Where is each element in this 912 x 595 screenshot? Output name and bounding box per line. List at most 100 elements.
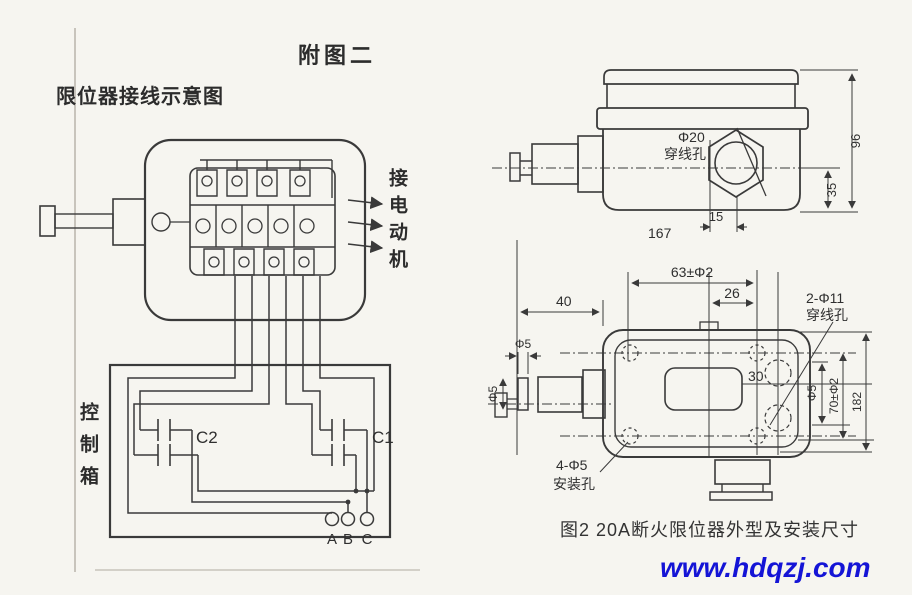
label-phi5-top: Φ5 — [515, 337, 532, 351]
contact-c2 — [134, 419, 198, 466]
terminal-screw — [208, 256, 220, 268]
terminal-screw — [231, 175, 243, 187]
side-ext-lines — [709, 69, 858, 232]
junction-dot — [345, 499, 351, 505]
tv-shaft-flange — [582, 369, 606, 419]
control-box-label: 控制箱 — [77, 402, 98, 498]
motor-connection-label: 接电动机 — [386, 168, 407, 276]
terminal-screw — [268, 256, 280, 268]
terminal-screw — [201, 175, 213, 187]
terminal-b — [340, 511, 356, 527]
label-15: 15 — [709, 209, 723, 224]
top-terminal-row — [196, 169, 311, 197]
shaft-stub — [520, 160, 532, 176]
motor-arrows — [347, 196, 384, 254]
control-box — [108, 276, 392, 539]
label-4phi5: 4-Φ5 — [556, 457, 588, 473]
control-box-outline — [108, 363, 392, 539]
top-view — [488, 240, 874, 501]
label-182: 182 — [850, 392, 864, 412]
terminal-screw — [221, 218, 237, 234]
tv-bracket — [714, 459, 771, 485]
label-26: 26 — [724, 285, 740, 301]
label-terminal-a: A — [327, 531, 337, 548]
label-terminal-c: C — [362, 531, 373, 548]
flange-band — [596, 107, 809, 130]
bottom-terminal-row — [203, 248, 315, 276]
phi5-top-ext — [517, 352, 529, 374]
terminal-screw — [195, 218, 211, 234]
top-cap — [603, 69, 799, 85]
terminal-screw — [238, 256, 250, 268]
neck — [606, 84, 796, 108]
shaft-block — [531, 143, 579, 185]
label-c2: C2 — [196, 428, 218, 447]
terminal-a — [324, 511, 340, 527]
junction-dot — [353, 488, 359, 494]
tv-hole-centerlines — [560, 352, 856, 437]
actuator-mount — [112, 198, 146, 246]
contact-c1 — [312, 419, 367, 466]
wire-hole-circle — [714, 141, 758, 185]
actuator-pivot — [151, 212, 171, 232]
label-2phi11: 2-Φ11 — [806, 290, 844, 306]
terminal-routing — [191, 430, 374, 512]
label-phi5-left: Φ5 — [486, 386, 500, 403]
terminal-screw — [299, 218, 315, 234]
mount-hole-leader — [599, 441, 629, 473]
label-63: 63±Φ2 — [671, 264, 713, 280]
tv-bracket-legs — [721, 484, 764, 492]
shaft-flange — [577, 135, 604, 193]
control-wires — [127, 276, 375, 514]
side-view — [492, 69, 858, 232]
label-70: 70±Φ2 — [827, 378, 841, 415]
wire-hole — [764, 404, 792, 432]
label-phi5-right: Φ5 — [805, 385, 819, 402]
terminal-c — [359, 511, 375, 527]
tv-shaft-link — [507, 398, 518, 410]
top-bus-wires — [200, 159, 333, 198]
tv-body-outer — [602, 329, 811, 458]
label-30: 30 — [748, 368, 764, 384]
label-167: 167 — [648, 225, 672, 241]
actuator-shaft — [54, 213, 114, 229]
terminal-screw — [294, 175, 306, 187]
figure-tag: 附图二 — [298, 43, 377, 68]
motor-arrow — [347, 218, 384, 232]
tv-shaft-knob — [517, 377, 529, 411]
label-terminal-b: B — [343, 531, 353, 548]
junction-dot — [364, 488, 370, 494]
terminal-screw — [298, 256, 310, 268]
watermark-url: www.hdqzj.com — [660, 552, 871, 583]
shaft-knob — [509, 152, 521, 182]
terminal-screw — [273, 218, 289, 234]
mount-hole — [748, 344, 766, 362]
tv-bracket-base — [709, 491, 773, 501]
actuator-knob — [39, 205, 56, 237]
tv-top-bump — [699, 321, 719, 331]
body-shell — [602, 129, 801, 211]
nut-hexagon — [708, 128, 764, 199]
label-96: 96 — [848, 134, 863, 148]
limit-switch-box — [39, 138, 367, 322]
label-2phi11-name: 穿线孔 — [806, 307, 848, 323]
motor-arrow — [347, 196, 384, 210]
tv-body-inner — [614, 339, 799, 448]
figure-caption: 图2 20A断火限位器外型及安装尺寸 — [560, 520, 860, 540]
tv-right-ext-lines — [780, 331, 874, 453]
nut-diagonal — [736, 127, 767, 197]
mount-hole — [621, 344, 639, 362]
label-4phi5-name: 安装孔 — [553, 476, 595, 492]
motor-arrow — [347, 240, 384, 254]
terminal-screw — [261, 175, 273, 187]
wire-hole-leader — [769, 321, 834, 426]
wire-hole — [764, 359, 792, 387]
terminal-screw — [247, 218, 263, 234]
mount-hole — [621, 427, 639, 445]
tv-ext-verticals — [516, 240, 779, 458]
middle-terminal-band — [190, 204, 335, 248]
mount-hole — [748, 427, 766, 445]
label-40: 40 — [556, 293, 572, 309]
